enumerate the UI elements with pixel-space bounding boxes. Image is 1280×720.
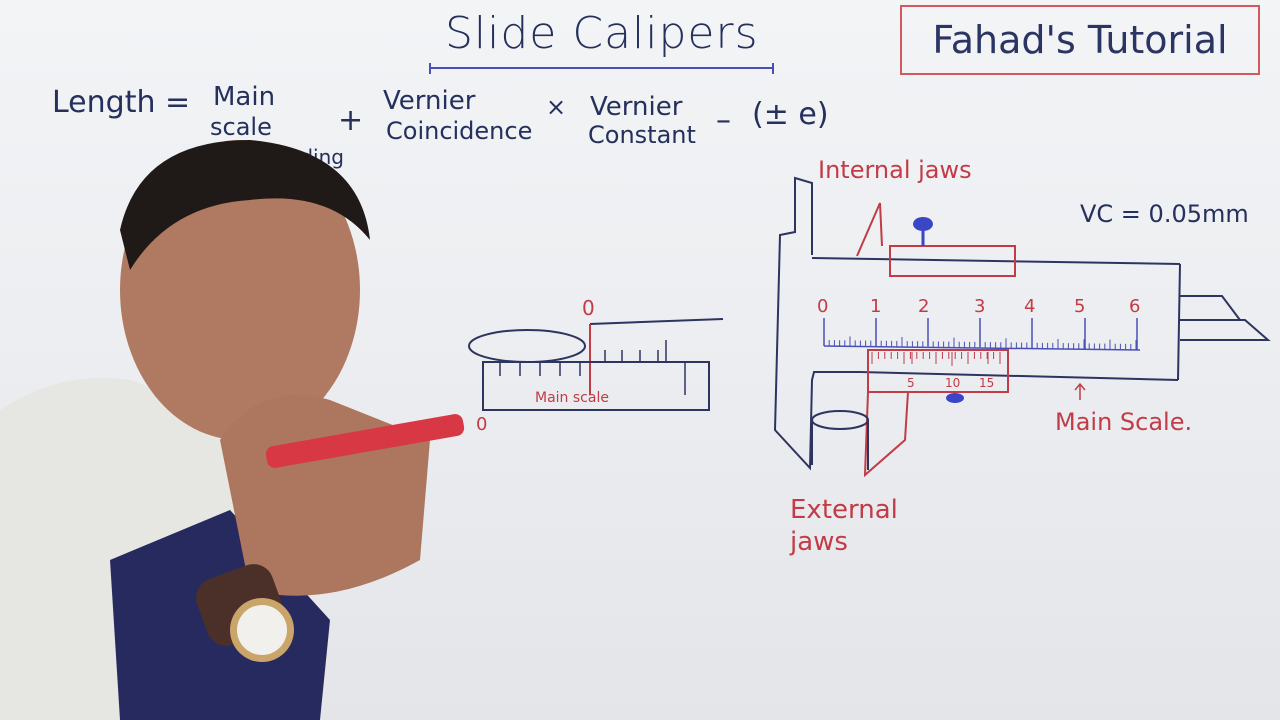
brand-text: Fahad's Tutorial [932, 18, 1228, 62]
main-scale-number: 5 [1074, 296, 1086, 317]
main-scale-ruler [823, 318, 1141, 351]
formula-term1-line1: Main [213, 82, 276, 112]
main-scale-number: 4 [1024, 296, 1036, 317]
formula-term2-line1: Vernier [383, 86, 476, 116]
formula-plus: + [338, 103, 364, 138]
vernier-number: 10 [945, 376, 961, 390]
main-scale-number: 0 [817, 296, 829, 317]
small-zero-top: 0 [582, 296, 595, 320]
large-caliper-diagram [773, 176, 1271, 478]
formula-times: × [546, 93, 567, 121]
internal-jaws-label: Internal jaws [818, 156, 972, 184]
formula-term2-line2: Coincidence [386, 117, 533, 145]
external-jaws-label: External jaws [790, 495, 898, 557]
formula-lhs: Length = [52, 85, 191, 120]
formula-error: (± e) [752, 97, 829, 132]
small-caliper-diagram [468, 318, 724, 411]
vc-label: VC = 0.05mm [1080, 200, 1249, 228]
main-scale-number: 2 [918, 296, 930, 317]
main-scale-number: 1 [870, 296, 882, 317]
formula-term3-line2: Constant [588, 121, 696, 149]
main-scale-number: 6 [1129, 296, 1141, 317]
small-zero-bottom: 0 [476, 414, 488, 435]
formula-term1-line2: scale [210, 113, 272, 141]
vernier-number: 5 [907, 376, 915, 390]
board-title: Slide Calipers [445, 8, 759, 59]
main-scale-arrow [1074, 382, 1086, 400]
vernier-number: 15 [979, 376, 995, 390]
formula-minus: – [716, 103, 731, 138]
locking-screw-icon [913, 217, 933, 246]
vernier-ticks [871, 352, 1001, 366]
thumb-screw-icon [946, 393, 964, 403]
brand-box: Fahad's Tutorial [900, 5, 1260, 75]
formula-term3-line1: Vernier [590, 92, 683, 122]
main-scale-number: 3 [974, 296, 986, 317]
main-scale-minor-ticks [823, 336, 1137, 350]
presenter-figure [0, 140, 465, 720]
main-scale-label: Main Scale. [1055, 408, 1193, 436]
